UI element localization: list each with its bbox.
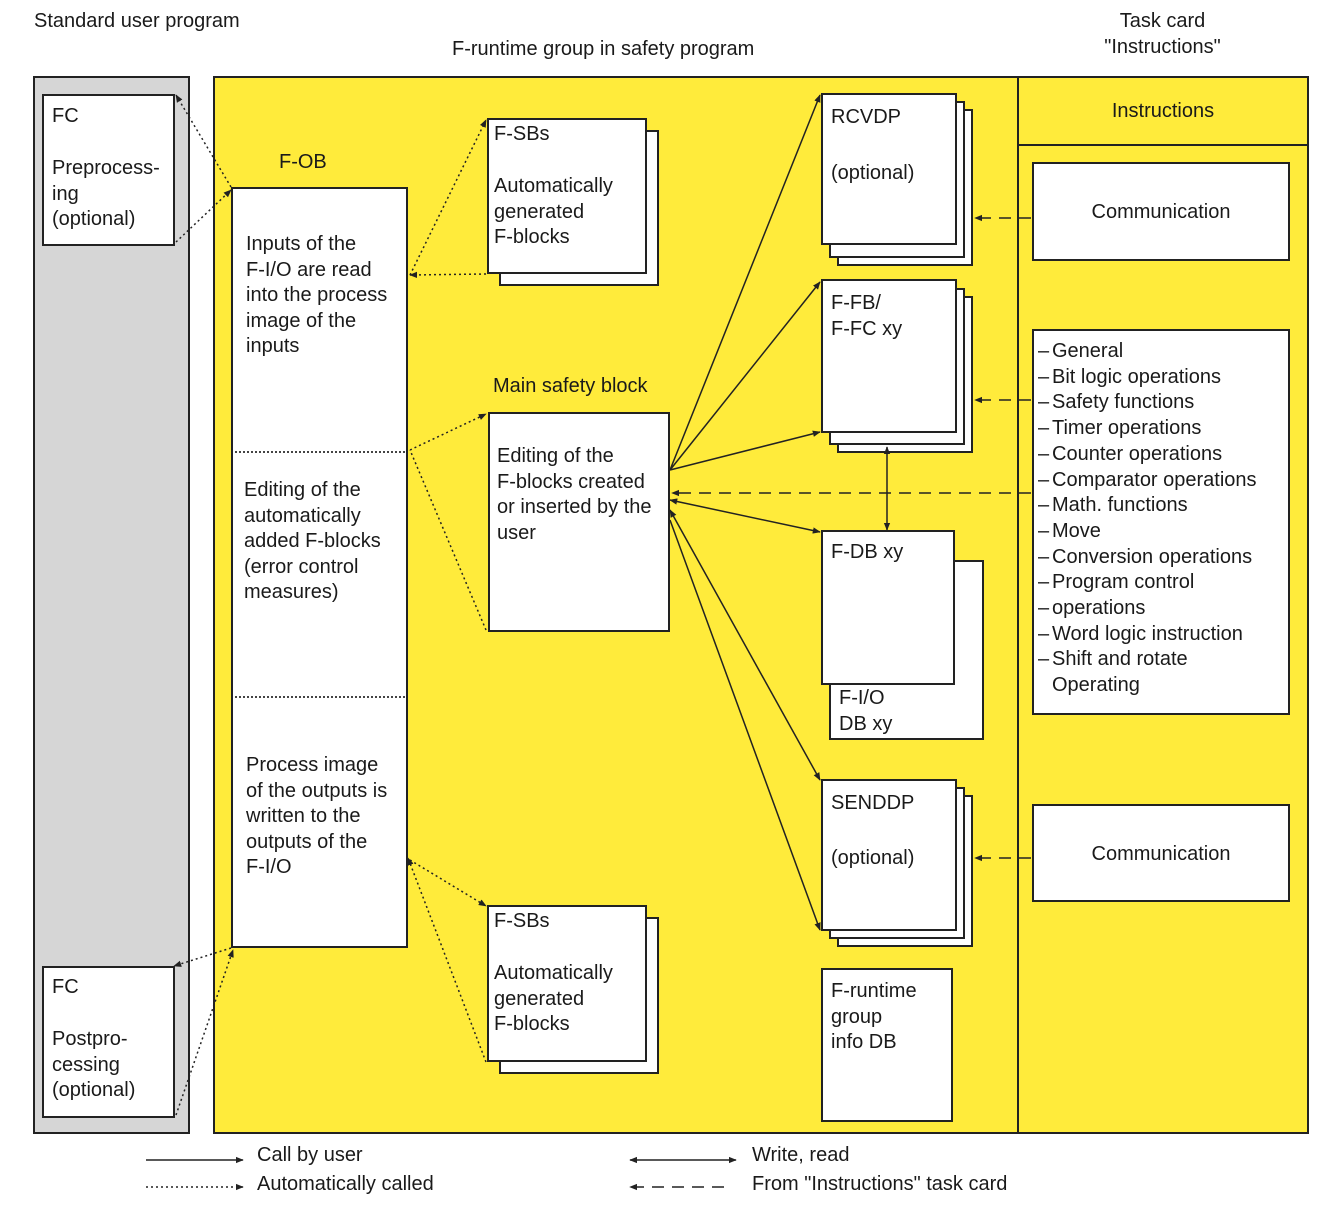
main-safety-block-box: Editing of the F-blocks created or inser… bbox=[488, 412, 670, 632]
fsb-bottom-title: F-SBs bbox=[494, 910, 550, 932]
rcvdp-title: RCVDP bbox=[831, 106, 902, 128]
instruction-list-item: Shift and rotate bbox=[1036, 647, 1257, 673]
runtime-group-header: F-runtime group in safety program bbox=[452, 38, 755, 60]
instruction-list-item: operations bbox=[1036, 596, 1257, 622]
legend-call-by-user: Call by user bbox=[257, 1144, 363, 1166]
standard-program-region bbox=[33, 76, 190, 1134]
instruction-list-item: Operating bbox=[1052, 674, 1140, 697]
fsb-top-text: Automatically generated F-blocks bbox=[494, 175, 613, 248]
instruction-list-item: General bbox=[1036, 339, 1257, 365]
info-db-text: F-runtime group info DB bbox=[831, 980, 917, 1053]
fc-postprocessing-box: FC Postpro- cessing (optional) bbox=[42, 966, 175, 1118]
ffb-title: F-FB/ F-FC xy bbox=[831, 292, 903, 340]
fob-section-outputs: Process image of the outputs is written … bbox=[246, 754, 388, 878]
legend-automatically-called: Automatically called bbox=[257, 1173, 434, 1195]
instruction-list-item: Move bbox=[1036, 519, 1257, 545]
instructions-header: Instructions bbox=[1111, 100, 1215, 122]
fc-pre-text: Preprocess- ing (optional) bbox=[52, 157, 160, 230]
instruction-list-item: Counter operations bbox=[1036, 442, 1257, 468]
instructions-list-box: GeneralBit logic operationsSafety functi… bbox=[1032, 329, 1290, 715]
fob-box: Inputs of the F-I/O are read into the pr… bbox=[231, 187, 408, 948]
fob-divider-2 bbox=[235, 696, 405, 698]
communication-bottom-label: Communication bbox=[1091, 843, 1231, 865]
fc-post-title: FC bbox=[52, 976, 79, 998]
info-db-box: F-runtime group info DB bbox=[821, 968, 953, 1122]
fob-section-editing: Editing of the automatically added F-blo… bbox=[244, 479, 381, 603]
rcvdp-text: (optional) bbox=[831, 162, 915, 184]
fsb-bottom-box: F-SBs Automatically generated F-blocks bbox=[487, 905, 647, 1062]
communication-top-label: Communication bbox=[1091, 201, 1231, 223]
fdb-box: F-DB xy bbox=[821, 530, 955, 685]
standard-program-header: Standard user program bbox=[34, 10, 240, 32]
instruction-list-item: Bit logic operations bbox=[1036, 365, 1257, 391]
main-safety-block-label: Main safety block bbox=[493, 375, 648, 397]
fc-post-text: Postpro- cessing (optional) bbox=[52, 1028, 136, 1101]
fob-section-inputs: Inputs of the F-I/O are read into the pr… bbox=[246, 233, 388, 357]
instruction-list-item: Word logic instruction bbox=[1036, 622, 1257, 648]
instruction-list-item: Conversion operations bbox=[1036, 545, 1257, 571]
fdb-title: F-DB xy bbox=[831, 541, 904, 563]
instruction-list-item: Program control bbox=[1036, 570, 1257, 596]
ffb-box: F-FB/ F-FC xy bbox=[821, 279, 957, 433]
senddp-text: (optional) bbox=[831, 847, 915, 869]
task-card-header: Task card "Instructions" bbox=[1104, 10, 1221, 58]
communication-bottom-box: Communication bbox=[1032, 804, 1290, 902]
rcvdp-box: RCVDP (optional) bbox=[821, 93, 957, 245]
instruction-list-item: Math. functions bbox=[1036, 493, 1257, 519]
fio-db-text: F-I/O DB xy bbox=[839, 687, 893, 735]
fob-label: F-OB bbox=[279, 151, 327, 173]
fc-preprocessing-box: FC Preprocess- ing (optional) bbox=[42, 94, 175, 246]
instruction-list-item: Safety functions bbox=[1036, 390, 1257, 416]
instruction-list-item: Timer operations bbox=[1036, 416, 1257, 442]
legend-write-read: Write, read bbox=[752, 1144, 850, 1166]
legend-from-task-card: From "Instructions" task card bbox=[752, 1173, 1008, 1195]
instruction-list-item: Comparator operations bbox=[1036, 468, 1257, 494]
task-card-header-divider bbox=[1017, 144, 1309, 146]
fsb-top-box: F-SBs Automatically generated F-blocks bbox=[487, 118, 647, 274]
communication-top-box: Communication bbox=[1032, 162, 1290, 261]
senddp-title: SENDDP bbox=[831, 792, 915, 814]
fsb-bottom-text: Automatically generated F-blocks bbox=[494, 962, 613, 1035]
senddp-box: SENDDP (optional) bbox=[821, 779, 957, 931]
main-safety-block-text: Editing of the F-blocks created or inser… bbox=[497, 445, 652, 544]
fsb-top-title: F-SBs bbox=[494, 123, 550, 145]
instructions-list: GeneralBit logic operationsSafety functi… bbox=[1036, 339, 1257, 699]
fc-pre-title: FC bbox=[52, 105, 79, 127]
fob-divider-1 bbox=[235, 451, 405, 453]
